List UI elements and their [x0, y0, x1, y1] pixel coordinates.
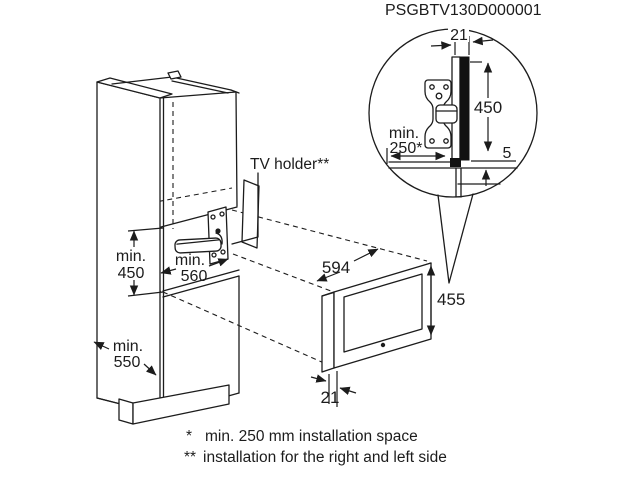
- right-panel-through-niche: [241, 179, 260, 249]
- svg-text:min.: min.: [389, 125, 419, 142]
- svg-text:594: 594: [322, 258, 350, 277]
- cabinet-right-front-edge: [235, 91, 238, 207]
- detail-tv-foot: [450, 158, 461, 167]
- dim-tv-height: 455: [426, 265, 465, 336]
- footnote-2-text: installation for the right and left side: [203, 449, 447, 466]
- dim-niche-width: min. 560: [160, 252, 229, 285]
- bracket-pivot: [215, 228, 221, 234]
- dim-niche-height: min. 450: [111, 227, 164, 297]
- cabinet-drawing: TV holder** min. 450 min. 560 min. 550: [93, 70, 428, 425]
- cabinet-front-top-edge: [159, 91, 237, 99]
- svg-text:450: 450: [118, 265, 145, 282]
- svg-text:455: 455: [437, 290, 465, 309]
- tv-indicator-dot: [380, 342, 386, 348]
- niche-bottom-shelf: [162, 269, 240, 298]
- tv-holder-callout: TV holder**: [231, 156, 329, 245]
- dim-cabinet-depth: min. 550: [93, 338, 157, 376]
- svg-text:min.: min.: [116, 248, 146, 265]
- dim-detail-thickness: 21: [430, 26, 494, 55]
- footnotes: * min. 250 mm installation space ** inst…: [184, 428, 447, 466]
- tv-left-side-face: [321, 291, 335, 373]
- footnote-1-text: min. 250 mm installation space: [205, 428, 418, 445]
- dim-detail-gap: 5: [471, 145, 516, 186]
- detail-cabinet-section: [388, 161, 518, 198]
- tv-holder-bracket: [174, 206, 229, 265]
- svg-text:21: 21: [321, 388, 340, 407]
- svg-text:21: 21: [450, 27, 468, 44]
- svg-text:250*: 250*: [390, 140, 423, 157]
- page-title: PSGBTV130D000001: [385, 2, 542, 19]
- svg-text:min.: min.: [113, 338, 143, 355]
- dim-tv-width: 594: [316, 248, 379, 282]
- tv-holder-label: TV holder**: [250, 156, 329, 173]
- svg-text:min.: min.: [175, 252, 205, 269]
- projection-lines: [162, 209, 428, 368]
- bracket-arm: [174, 237, 222, 254]
- dim-detail-height: 450: [470, 61, 505, 152]
- cabinet-plinth: [118, 384, 230, 425]
- detail-vesa-arm: [435, 104, 458, 124]
- tv-drawing: 594 455 21: [310, 248, 465, 407]
- footnote-2-marker: **: [184, 449, 196, 466]
- svg-text:560: 560: [181, 268, 208, 285]
- cabinet-top-panel: [111, 70, 232, 94]
- detail-vesa-bracket: [424, 79, 458, 149]
- svg-text:5: 5: [503, 145, 512, 162]
- bracket-elbow: [215, 232, 223, 245]
- detail-circle-callout: 21 450 5 min. 250*: [368, 26, 538, 284]
- dim-detail-space: min. 250*: [386, 125, 446, 164]
- detail-tv-edge-black: [459, 56, 470, 161]
- tv-holder-leader-line: [231, 172, 259, 245]
- tv-screen: [343, 273, 423, 353]
- footnote-1-marker: *: [186, 428, 192, 445]
- dim-tv-depth: 21: [310, 371, 357, 407]
- svg-text:450: 450: [474, 98, 502, 117]
- svg-text:550: 550: [114, 354, 141, 371]
- detail-leader-lines: [437, 193, 474, 284]
